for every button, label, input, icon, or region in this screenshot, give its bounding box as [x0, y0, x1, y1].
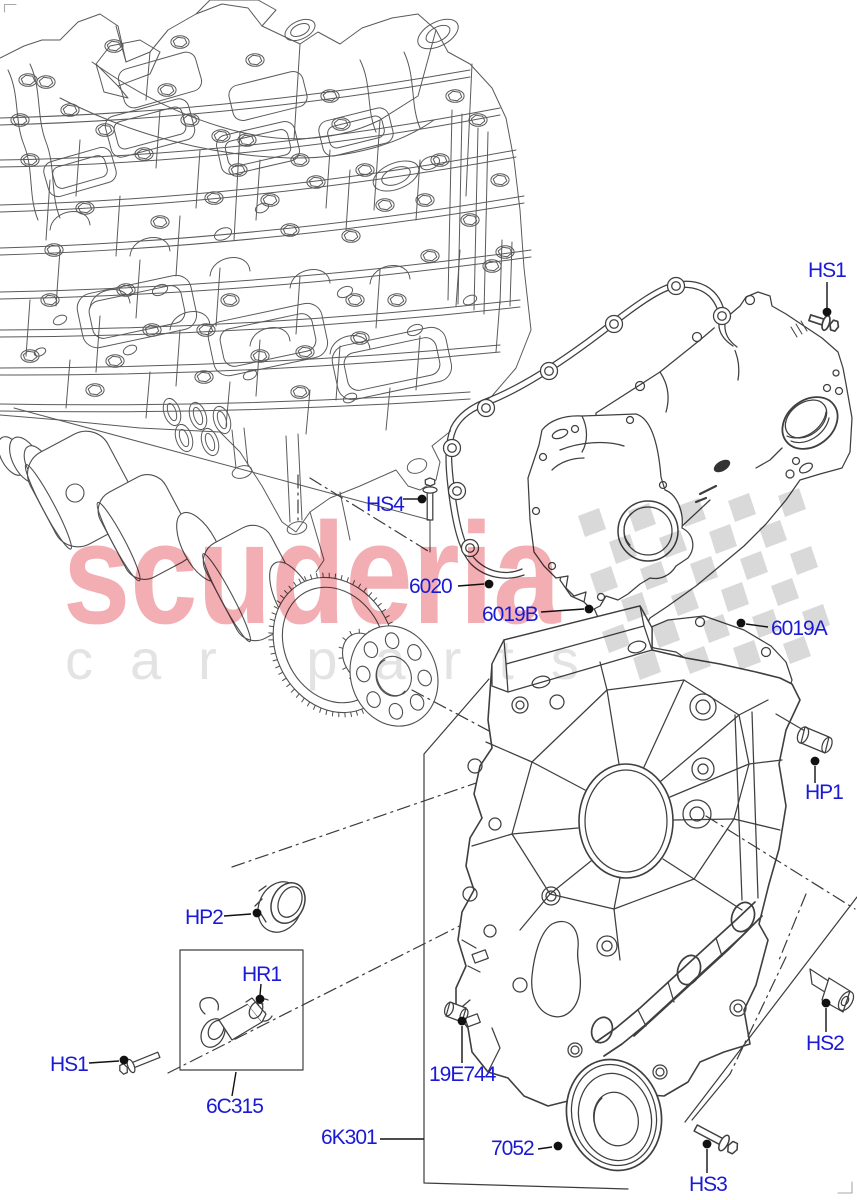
svg-text:6019B: 6019B	[482, 603, 538, 626]
svg-text:HP1: HP1	[805, 781, 843, 804]
svg-text:HS3: HS3	[689, 1173, 727, 1196]
svg-text:6C315: 6C315	[206, 1095, 263, 1118]
svg-text:HS4: HS4	[366, 493, 405, 516]
svg-text:car parts: car parts	[65, 628, 616, 691]
svg-text:HS2: HS2	[806, 1032, 844, 1055]
svg-text:6K301: 6K301	[321, 1126, 377, 1149]
svg-text:HR1: HR1	[242, 963, 281, 986]
svg-text:7052: 7052	[491, 1137, 534, 1160]
svg-text:HS1: HS1	[808, 259, 846, 282]
svg-text:6019A: 6019A	[771, 617, 828, 640]
svg-text:HS1: HS1	[50, 1053, 88, 1076]
svg-text:6020: 6020	[409, 575, 452, 598]
svg-text:scuderia: scuderia	[63, 494, 561, 654]
svg-text:HP2: HP2	[185, 906, 223, 929]
svg-text:19E744: 19E744	[429, 1063, 497, 1086]
